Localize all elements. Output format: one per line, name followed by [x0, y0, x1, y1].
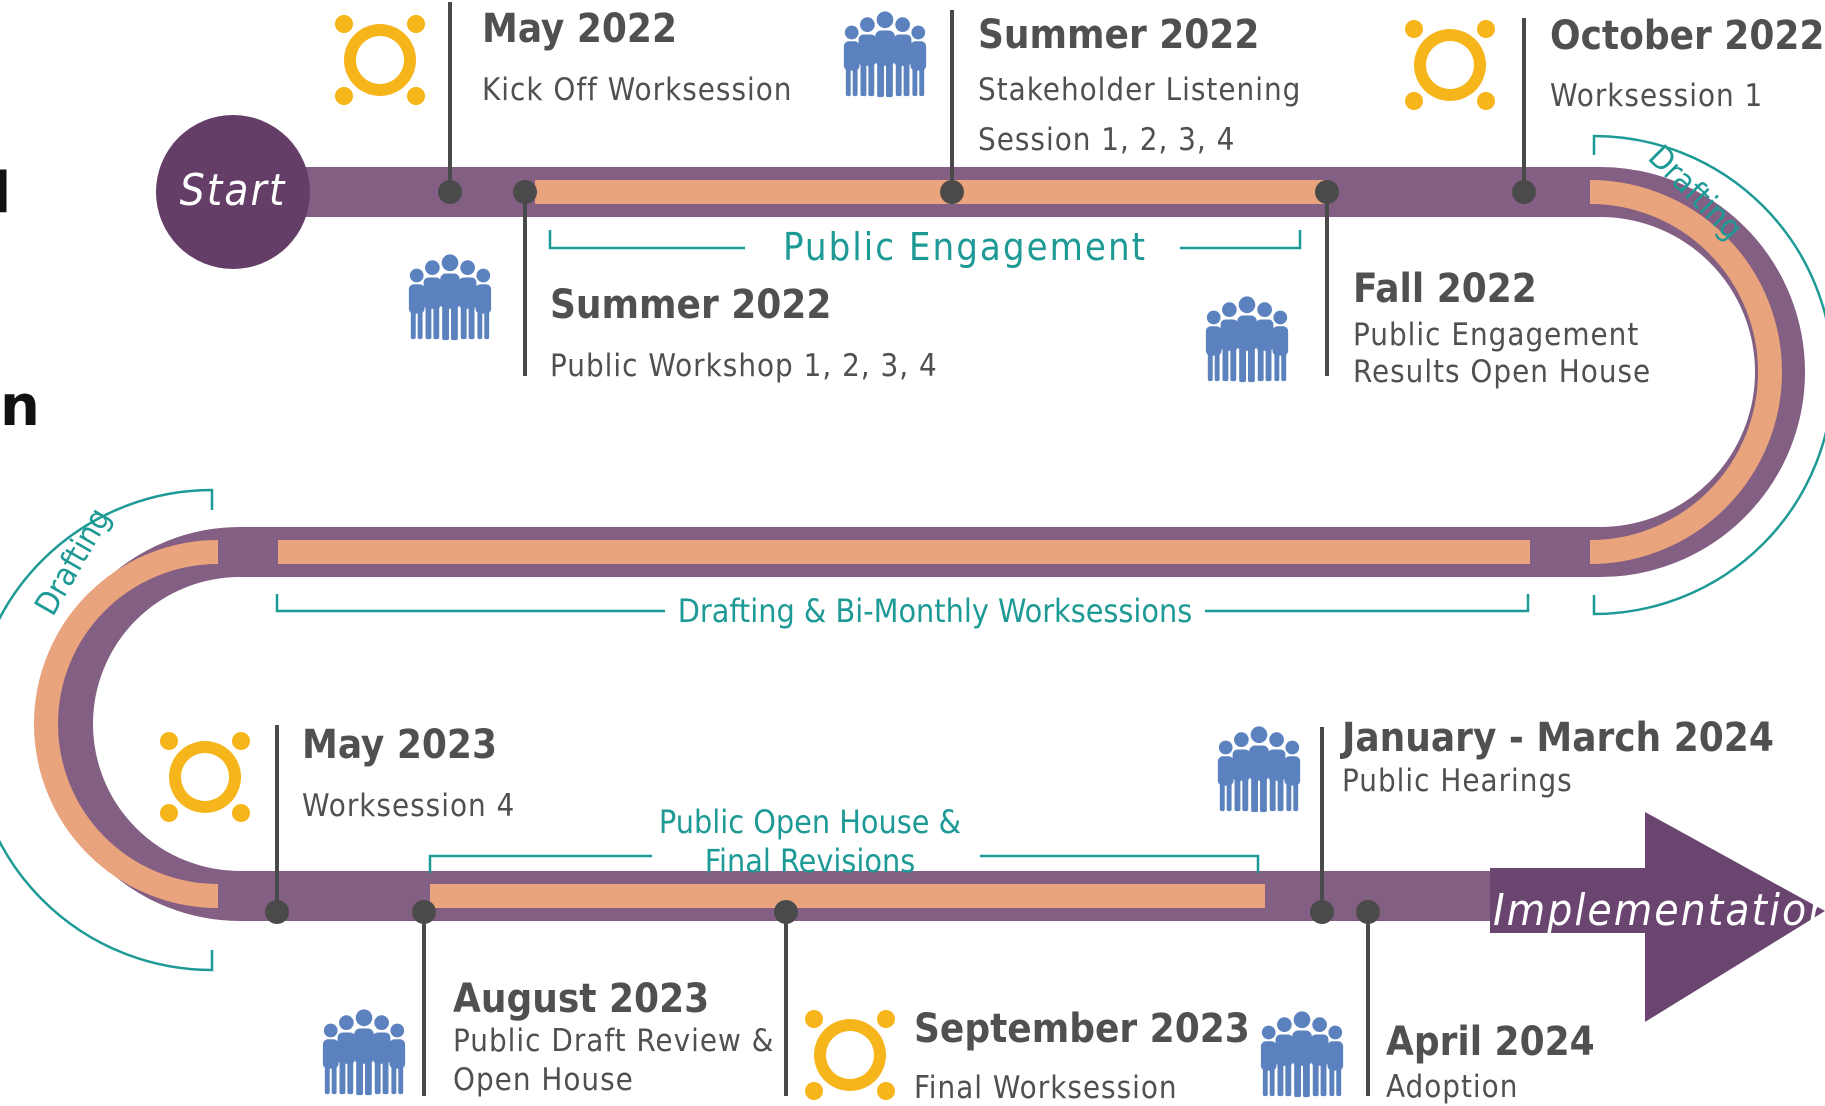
milestone-description: Kick Off Worksession [482, 72, 792, 108]
milestone-date: January - March 2024 [1339, 715, 1774, 761]
milestone-node [438, 180, 462, 204]
team-icon [160, 732, 250, 822]
open-house-label-line2: Final Revisions [705, 842, 915, 880]
timeline-track [34, 167, 1805, 921]
milestone-node [1356, 900, 1380, 924]
milestone-description: Worksession 4 [302, 788, 515, 824]
milestone-description: Final Worksession [914, 1070, 1178, 1106]
milestone-description: Results Open House [1353, 354, 1651, 390]
people-icon [1205, 296, 1289, 383]
milestone-node [513, 180, 537, 204]
milestone-description: Public Hearings [1342, 763, 1573, 799]
milestone-date: Summer 2022 [978, 12, 1259, 58]
open-house-label-line1: Public Open House & [659, 803, 961, 841]
implementation-arrow [1490, 812, 1825, 1022]
milestone-date: May 2023 [302, 722, 497, 768]
start-circle [156, 115, 310, 269]
milestone-description: Adoption [1386, 1069, 1518, 1105]
team-icon [805, 1010, 895, 1100]
bimonthly-bracket: Drafting & Bi-Monthly Worksessions [275, 592, 1530, 630]
edge-fragment-top: l [0, 161, 11, 226]
team-icon [335, 15, 425, 105]
team-icon [1405, 20, 1495, 110]
milestone-description: Session 1, 2, 3, 4 [978, 122, 1235, 158]
people-icon [843, 11, 927, 98]
open-house-bracket: Public Open House & Final Revisions [428, 803, 1260, 880]
milestone-description: Public Engagement [1353, 317, 1639, 353]
people-icon [408, 254, 492, 341]
milestone-date: May 2022 [482, 6, 677, 52]
people-icon [1260, 1011, 1344, 1098]
people-icon [322, 1009, 406, 1096]
milestone-date: Summer 2022 [550, 282, 831, 328]
milestone-date: August 2023 [453, 976, 709, 1022]
milestone-description: Public Draft Review & [453, 1023, 774, 1059]
milestone-node [1512, 180, 1536, 204]
people-icon [1217, 726, 1301, 813]
milestone-node [940, 180, 964, 204]
milestone-description: Public Workshop 1, 2, 3, 4 [550, 348, 938, 384]
public-engagement-label: Public Engagement [783, 225, 1147, 269]
edge-fragment-middle: n [0, 374, 40, 439]
milestone-description: Worksession 1 [1550, 78, 1763, 114]
progress-band [34, 180, 1782, 908]
milestone-node [774, 900, 798, 924]
milestone-date: September 2023 [914, 1006, 1250, 1052]
public-engagement-bracket: Public Engagement [548, 225, 1302, 269]
milestone-description: Open House [453, 1062, 634, 1098]
milestone-node [1310, 900, 1334, 924]
milestone-date: October 2022 [1550, 13, 1824, 59]
bimonthly-label: Drafting & Bi-Monthly Worksessions [678, 592, 1193, 630]
milestone-date: April 2024 [1386, 1019, 1595, 1065]
milestone-node [265, 900, 289, 924]
milestone-node [412, 900, 436, 924]
implementation-label: Implementation [1493, 885, 1825, 936]
milestone-description: Stakeholder Listening [978, 72, 1301, 108]
milestone-node [1315, 180, 1339, 204]
start-label: Start [180, 165, 287, 216]
milestone-date: Fall 2022 [1353, 266, 1537, 312]
